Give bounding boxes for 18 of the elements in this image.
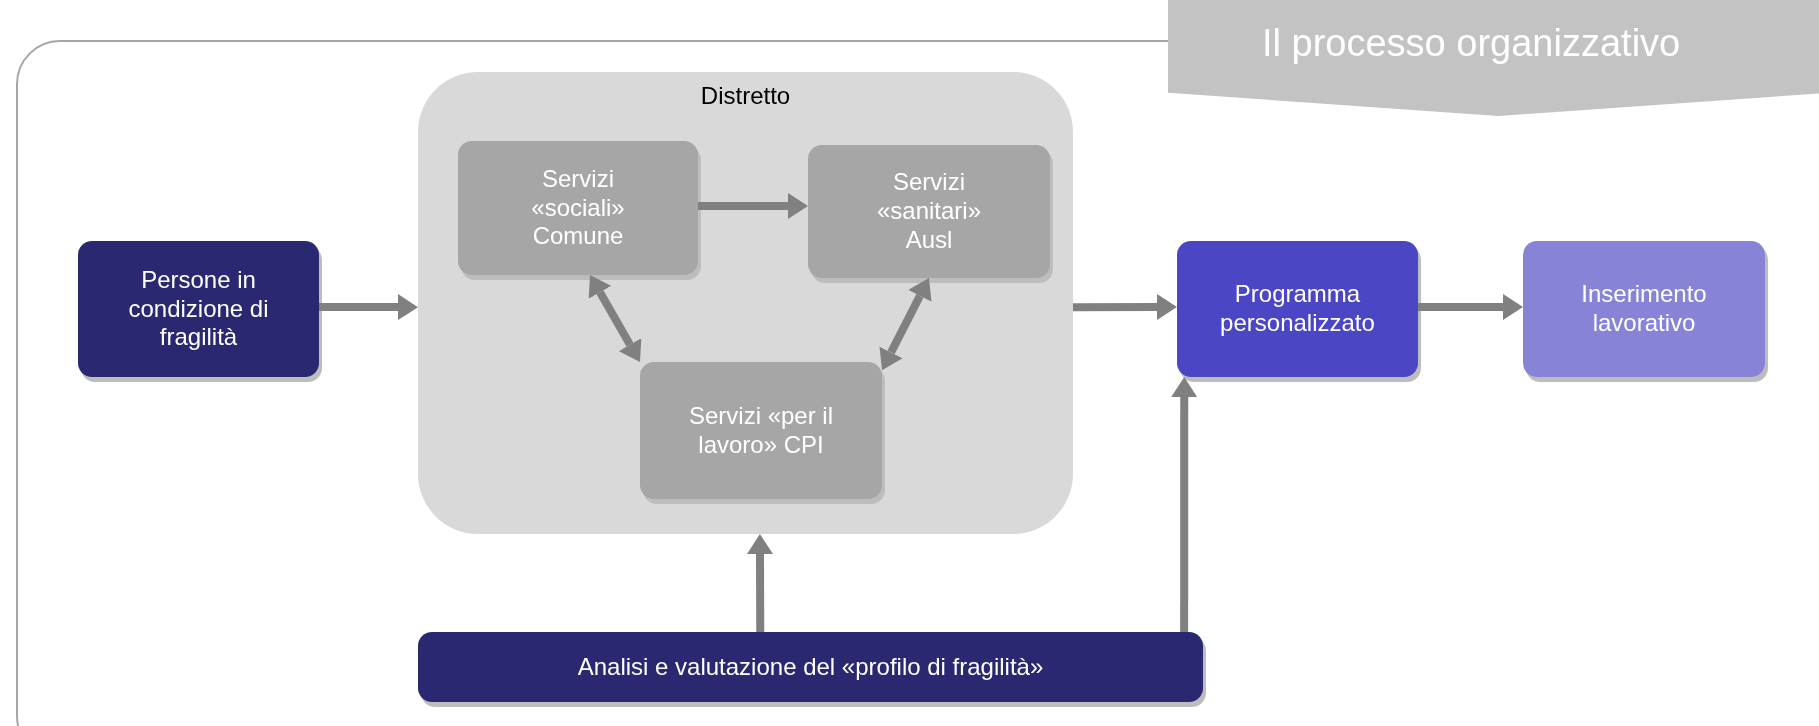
- arrow: [319, 294, 418, 321]
- arrow: [1418, 293, 1523, 320]
- node-text: Servizi «sanitari» Ausl: [875, 168, 983, 255]
- arrow: [879, 278, 932, 371]
- node-text: Persone in condizione di fragilità: [127, 265, 270, 353]
- arrow: [1171, 377, 1198, 632]
- node-text: Distretto: [700, 82, 791, 111]
- node-text: Programma personalizzato: [1219, 280, 1376, 338]
- node-text: Servizi «per il lavoro» CPI: [687, 401, 834, 460]
- node-text: Servizi «sociali» Comune: [530, 164, 626, 252]
- arrow: [698, 193, 808, 220]
- arrow: [747, 534, 773, 632]
- group-box: [418, 72, 1073, 534]
- title-banner: Il processo organizzativo: [1168, 0, 1819, 116]
- node-text: Inserimento lavorativo: [1580, 280, 1708, 338]
- arrow: [588, 275, 642, 362]
- node-text: Analisi e valutazione del «profilo di fragilità»: [577, 652, 1044, 682]
- arrow: [1073, 294, 1177, 320]
